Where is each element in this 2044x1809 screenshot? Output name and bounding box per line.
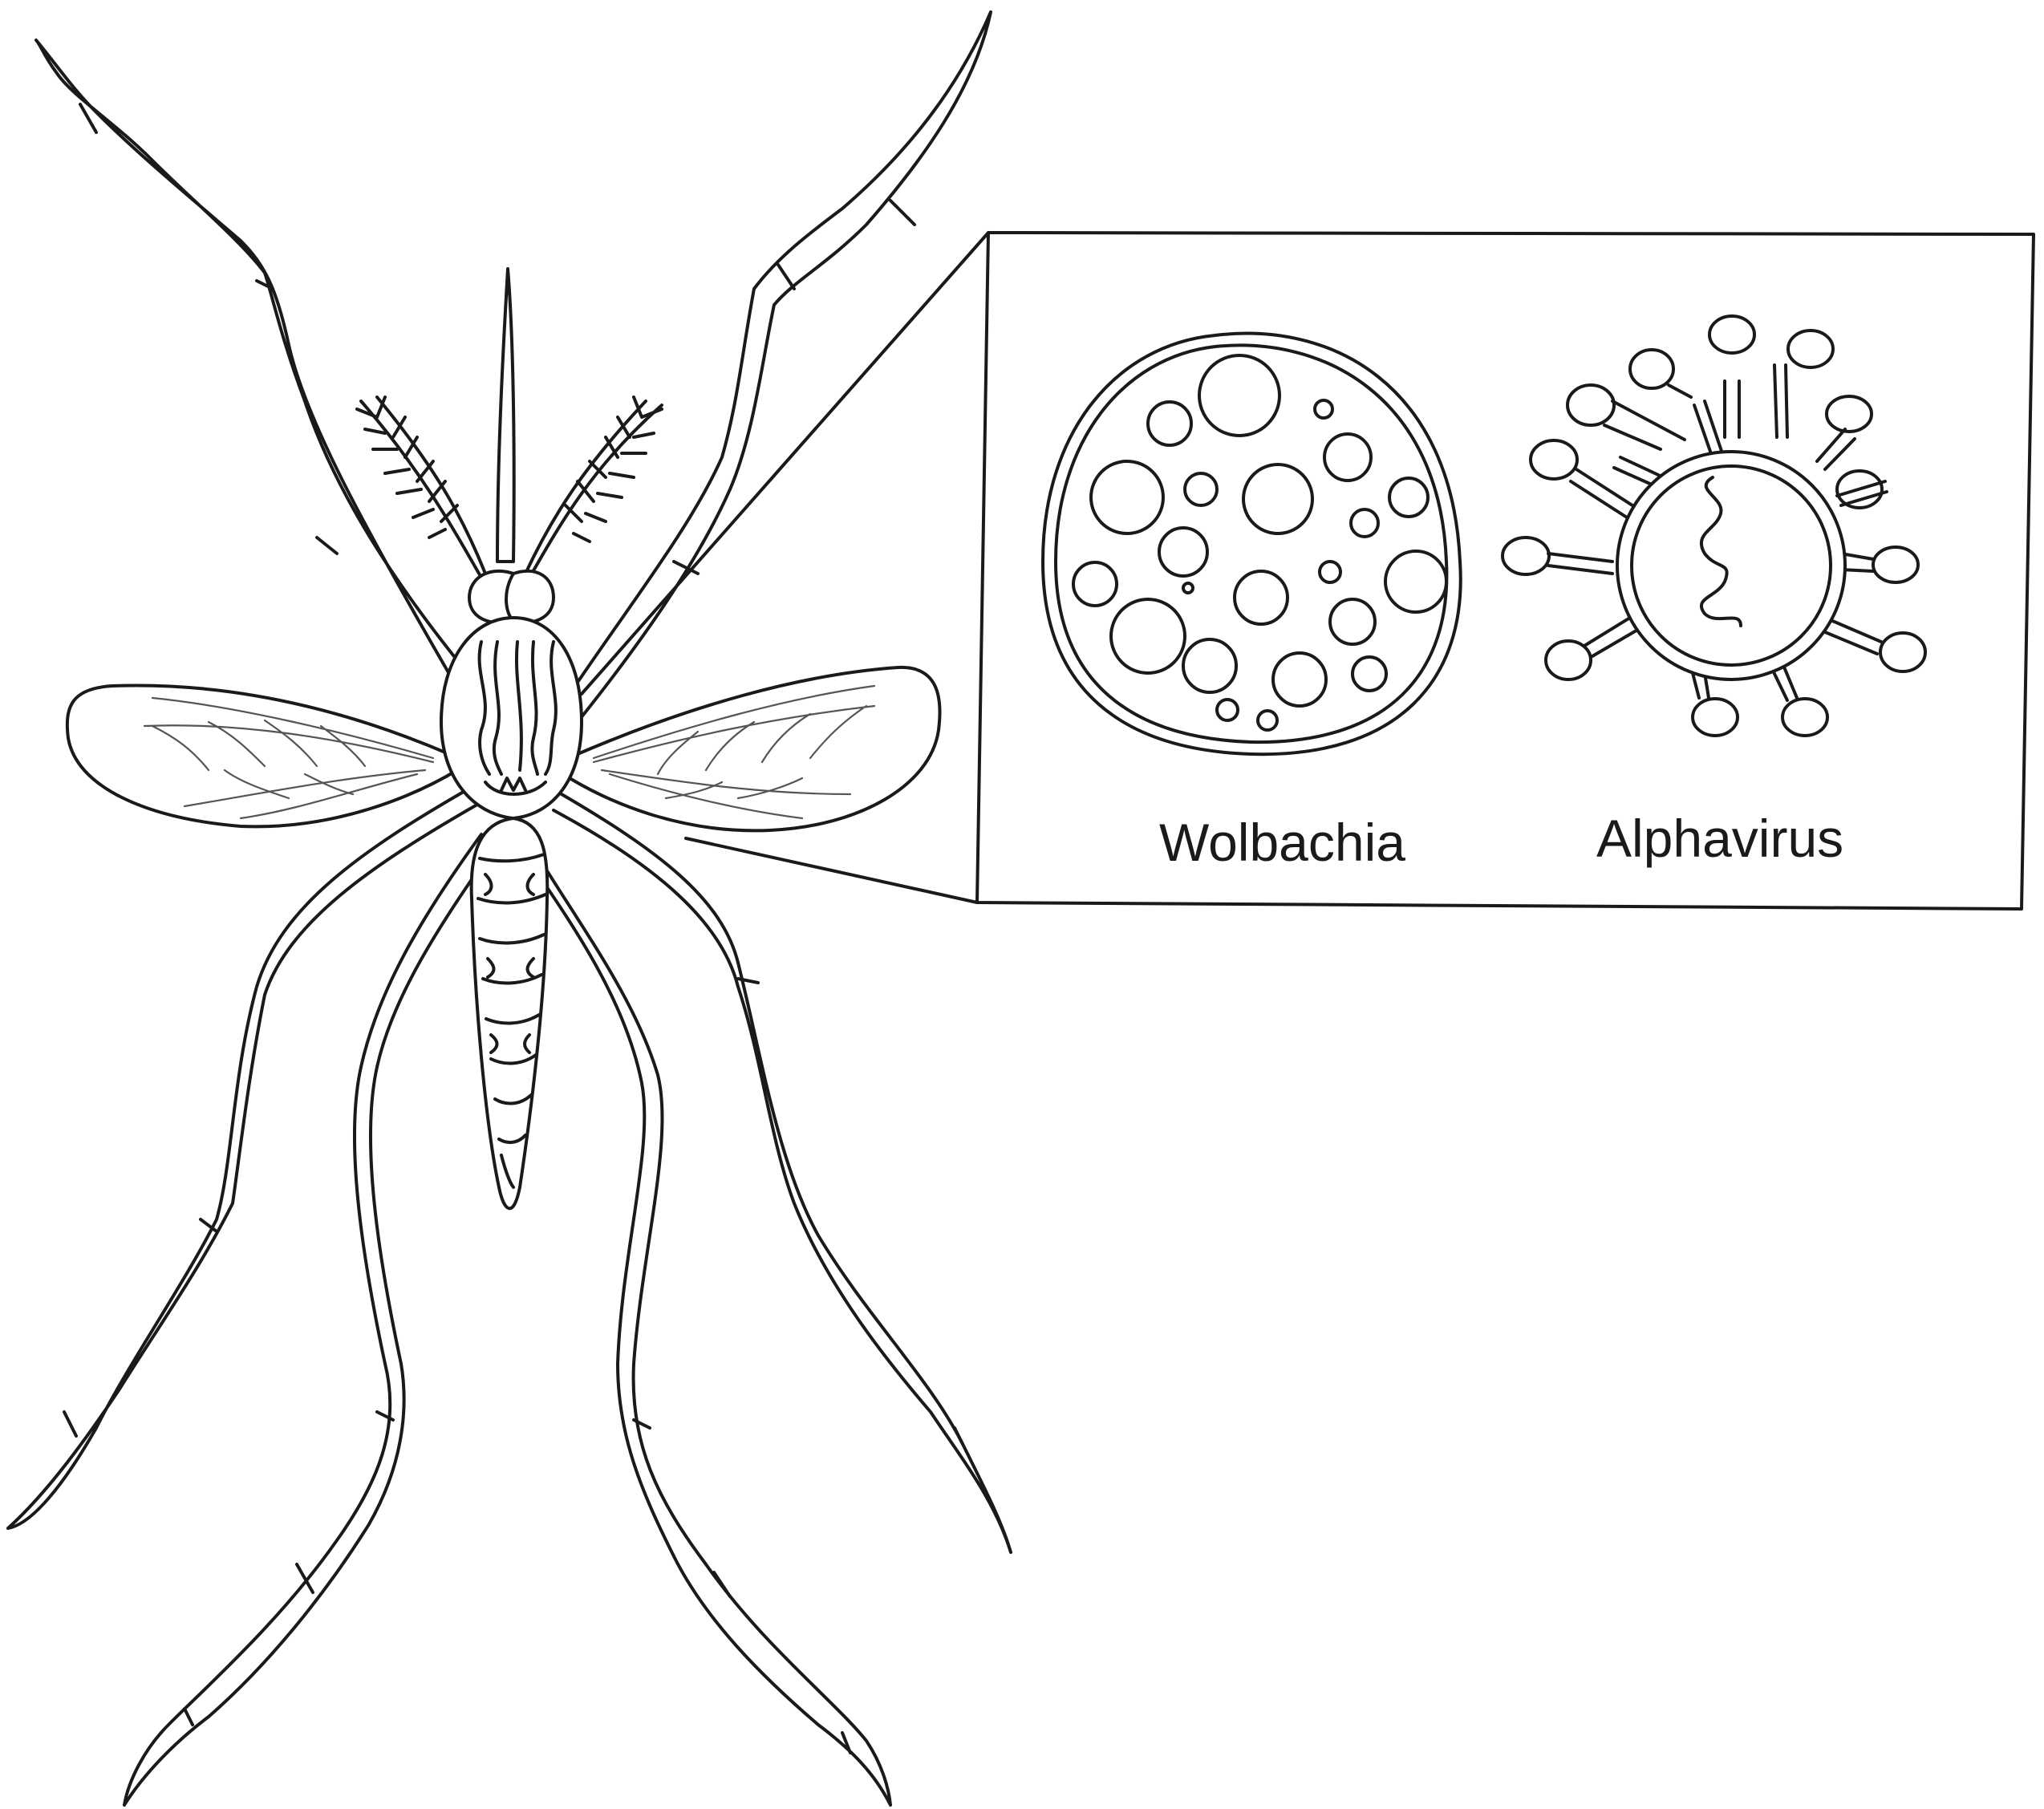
- alphavirus-particle: [1503, 316, 1925, 736]
- leg-front-left: [36, 40, 481, 690]
- leg-hind-right: [521, 842, 890, 1805]
- leg-front-right: [562, 12, 991, 722]
- eye-right: [506, 571, 554, 623]
- leg-middle-left: [8, 786, 481, 1528]
- leader-line-top: [582, 233, 988, 694]
- leg-hind-left: [124, 834, 497, 1805]
- wolbachia-label: Wolbachia: [1159, 813, 1405, 872]
- proboscis: [497, 269, 514, 562]
- wing-left: [67, 685, 457, 826]
- wing-right: [570, 667, 940, 830]
- leg-middle-right: [554, 794, 1011, 1552]
- leader-line-bottom: [686, 838, 977, 902]
- mosquito-head: [469, 571, 554, 623]
- alphavirus-label: Alphavirus: [1596, 809, 1843, 868]
- mosquito-thorax: [441, 618, 582, 818]
- wolbachia-cell: [1043, 334, 1461, 755]
- mosquito-abdomen: [472, 818, 548, 1208]
